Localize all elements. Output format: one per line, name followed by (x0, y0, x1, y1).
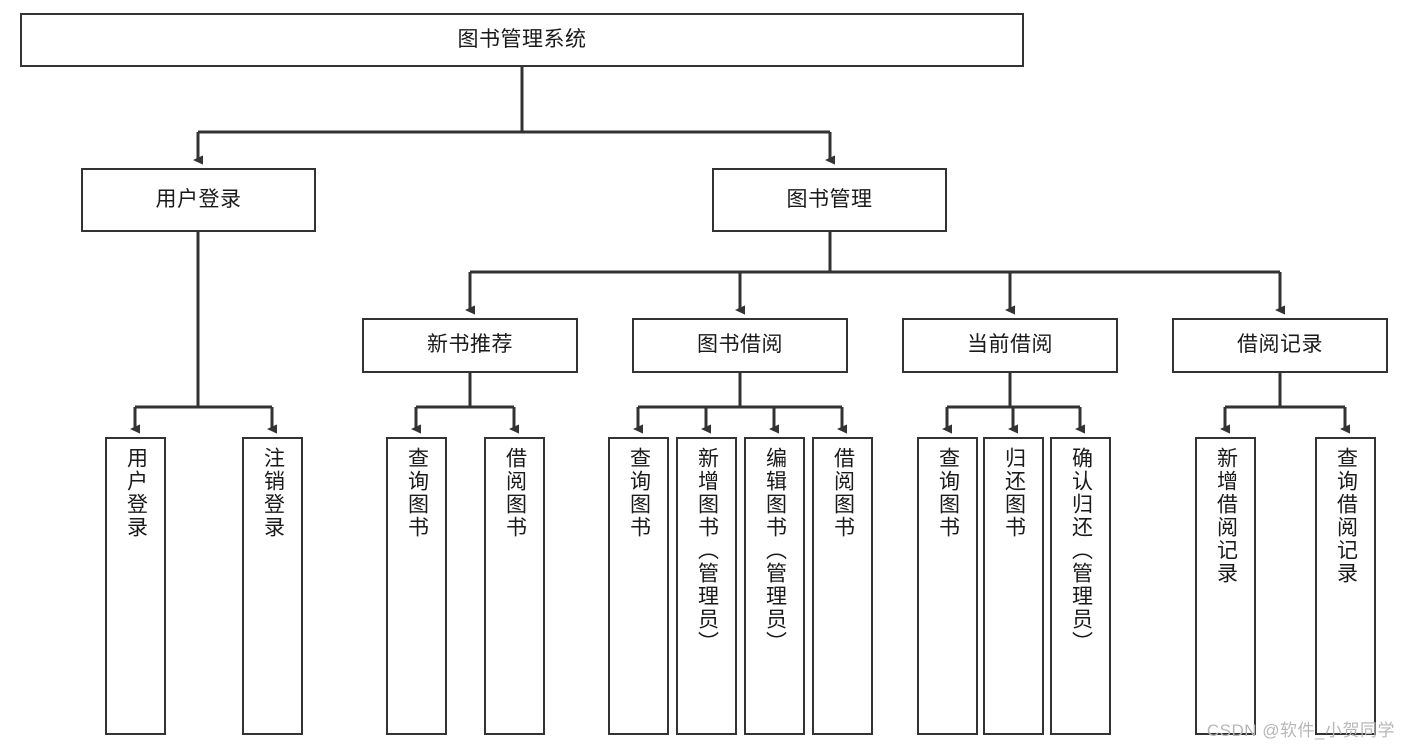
node-borrow-record-label: 借阅记录 (1237, 333, 1323, 357)
leaf-query-books-nbr-label: 查询图书 (405, 447, 429, 539)
node-book-management-label: 图书管理 (786, 187, 873, 211)
leaf-confirm-return-admin[interactable]: 确认归还（管理员） (1050, 437, 1111, 735)
leaf-return-books[interactable]: 归还图书 (983, 437, 1044, 735)
node-user-login-label: 用户登录 (155, 187, 242, 211)
node-root[interactable]: 图书管理系统 (20, 13, 1024, 67)
node-user-login[interactable]: 用户登录 (81, 168, 316, 232)
leaf-edit-book-admin[interactable]: 编辑图书（管理员） (744, 437, 805, 735)
leaf-borrow-books-nbr[interactable]: 借阅图书 (484, 437, 545, 735)
leaf-add-borrow-record[interactable]: 新增借阅记录 (1195, 437, 1256, 735)
leaf-query-books-cb[interactable]: 查询图书 (917, 437, 978, 735)
node-root-label: 图书管理系统 (457, 27, 587, 51)
node-book-management[interactable]: 图书管理 (712, 168, 947, 232)
leaf-add-book-admin[interactable]: 新增图书（管理员） (676, 437, 737, 735)
leaf-confirm-return-admin-label: 确认归还（管理员） (1069, 447, 1093, 654)
leaf-logout[interactable]: 注销登录 (242, 437, 303, 735)
leaf-query-books-cb-label: 查询图书 (936, 447, 960, 539)
node-new-book-recommend[interactable]: 新书推荐 (362, 318, 578, 373)
watermark: CSDN @软件_小贺同学 (1206, 721, 1395, 740)
node-current-borrow[interactable]: 当前借阅 (902, 318, 1118, 373)
leaf-query-borrow-record[interactable]: 查询借阅记录 (1315, 437, 1376, 735)
leaf-borrow-books-nbr-label: 借阅图书 (503, 447, 527, 539)
node-book-borrow[interactable]: 图书借阅 (632, 318, 848, 373)
leaf-borrow-books-bb-label: 借阅图书 (831, 447, 855, 539)
leaf-logout-label: 注销登录 (261, 447, 285, 539)
node-book-borrow-label: 图书借阅 (697, 333, 783, 357)
leaf-user-login-label: 用户登录 (124, 447, 148, 539)
leaf-query-books-bb[interactable]: 查询图书 (608, 437, 669, 735)
leaf-query-books-nbr[interactable]: 查询图书 (386, 437, 447, 735)
leaf-return-books-label: 归还图书 (1002, 447, 1026, 539)
leaf-query-borrow-record-label: 查询借阅记录 (1334, 447, 1358, 585)
leaf-borrow-books-bb[interactable]: 借阅图书 (812, 437, 873, 735)
leaf-add-borrow-record-label: 新增借阅记录 (1214, 447, 1238, 585)
node-borrow-record[interactable]: 借阅记录 (1172, 318, 1388, 373)
leaf-edit-book-admin-label: 编辑图书（管理员） (763, 447, 787, 654)
node-current-borrow-label: 当前借阅 (967, 333, 1053, 357)
leaf-query-books-bb-label: 查询图书 (627, 447, 651, 539)
node-new-book-recommend-label: 新书推荐 (427, 333, 513, 357)
leaf-user-login[interactable]: 用户登录 (105, 437, 166, 735)
leaf-add-book-admin-label: 新增图书（管理员） (695, 447, 719, 654)
